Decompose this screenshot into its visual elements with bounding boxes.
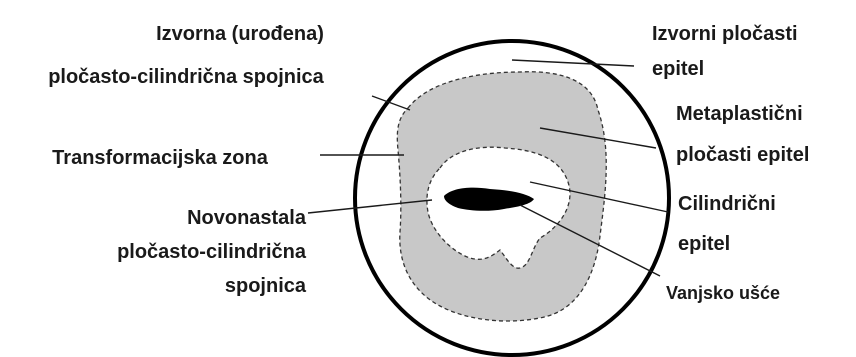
- label-metaplastic-line2: pločasti epitel: [676, 144, 809, 166]
- label-original-squamous-line2: epitel: [652, 58, 704, 80]
- label-original-scj-line1: Izvorna (urođena): [156, 23, 324, 45]
- label-columnar-line1: Cilindrični: [678, 193, 776, 215]
- label-original-squamous-line1: Izvorni pločasti: [652, 23, 798, 45]
- label-new-scj-line3: spojnica: [225, 275, 307, 297]
- label-original-scj-line2: pločasto-cilindrična spojnica: [48, 66, 324, 88]
- label-transformation-zone: Transformacijska zona: [52, 147, 269, 169]
- label-new-scj-line1: Novonastala: [187, 207, 307, 229]
- label-new-scj-line2: pločasto-cilindrična: [117, 241, 307, 263]
- label-columnar-line2: epitel: [678, 233, 730, 255]
- label-external-os: Vanjsko ušće: [666, 283, 780, 303]
- label-metaplastic-line1: Metaplastični: [676, 103, 803, 125]
